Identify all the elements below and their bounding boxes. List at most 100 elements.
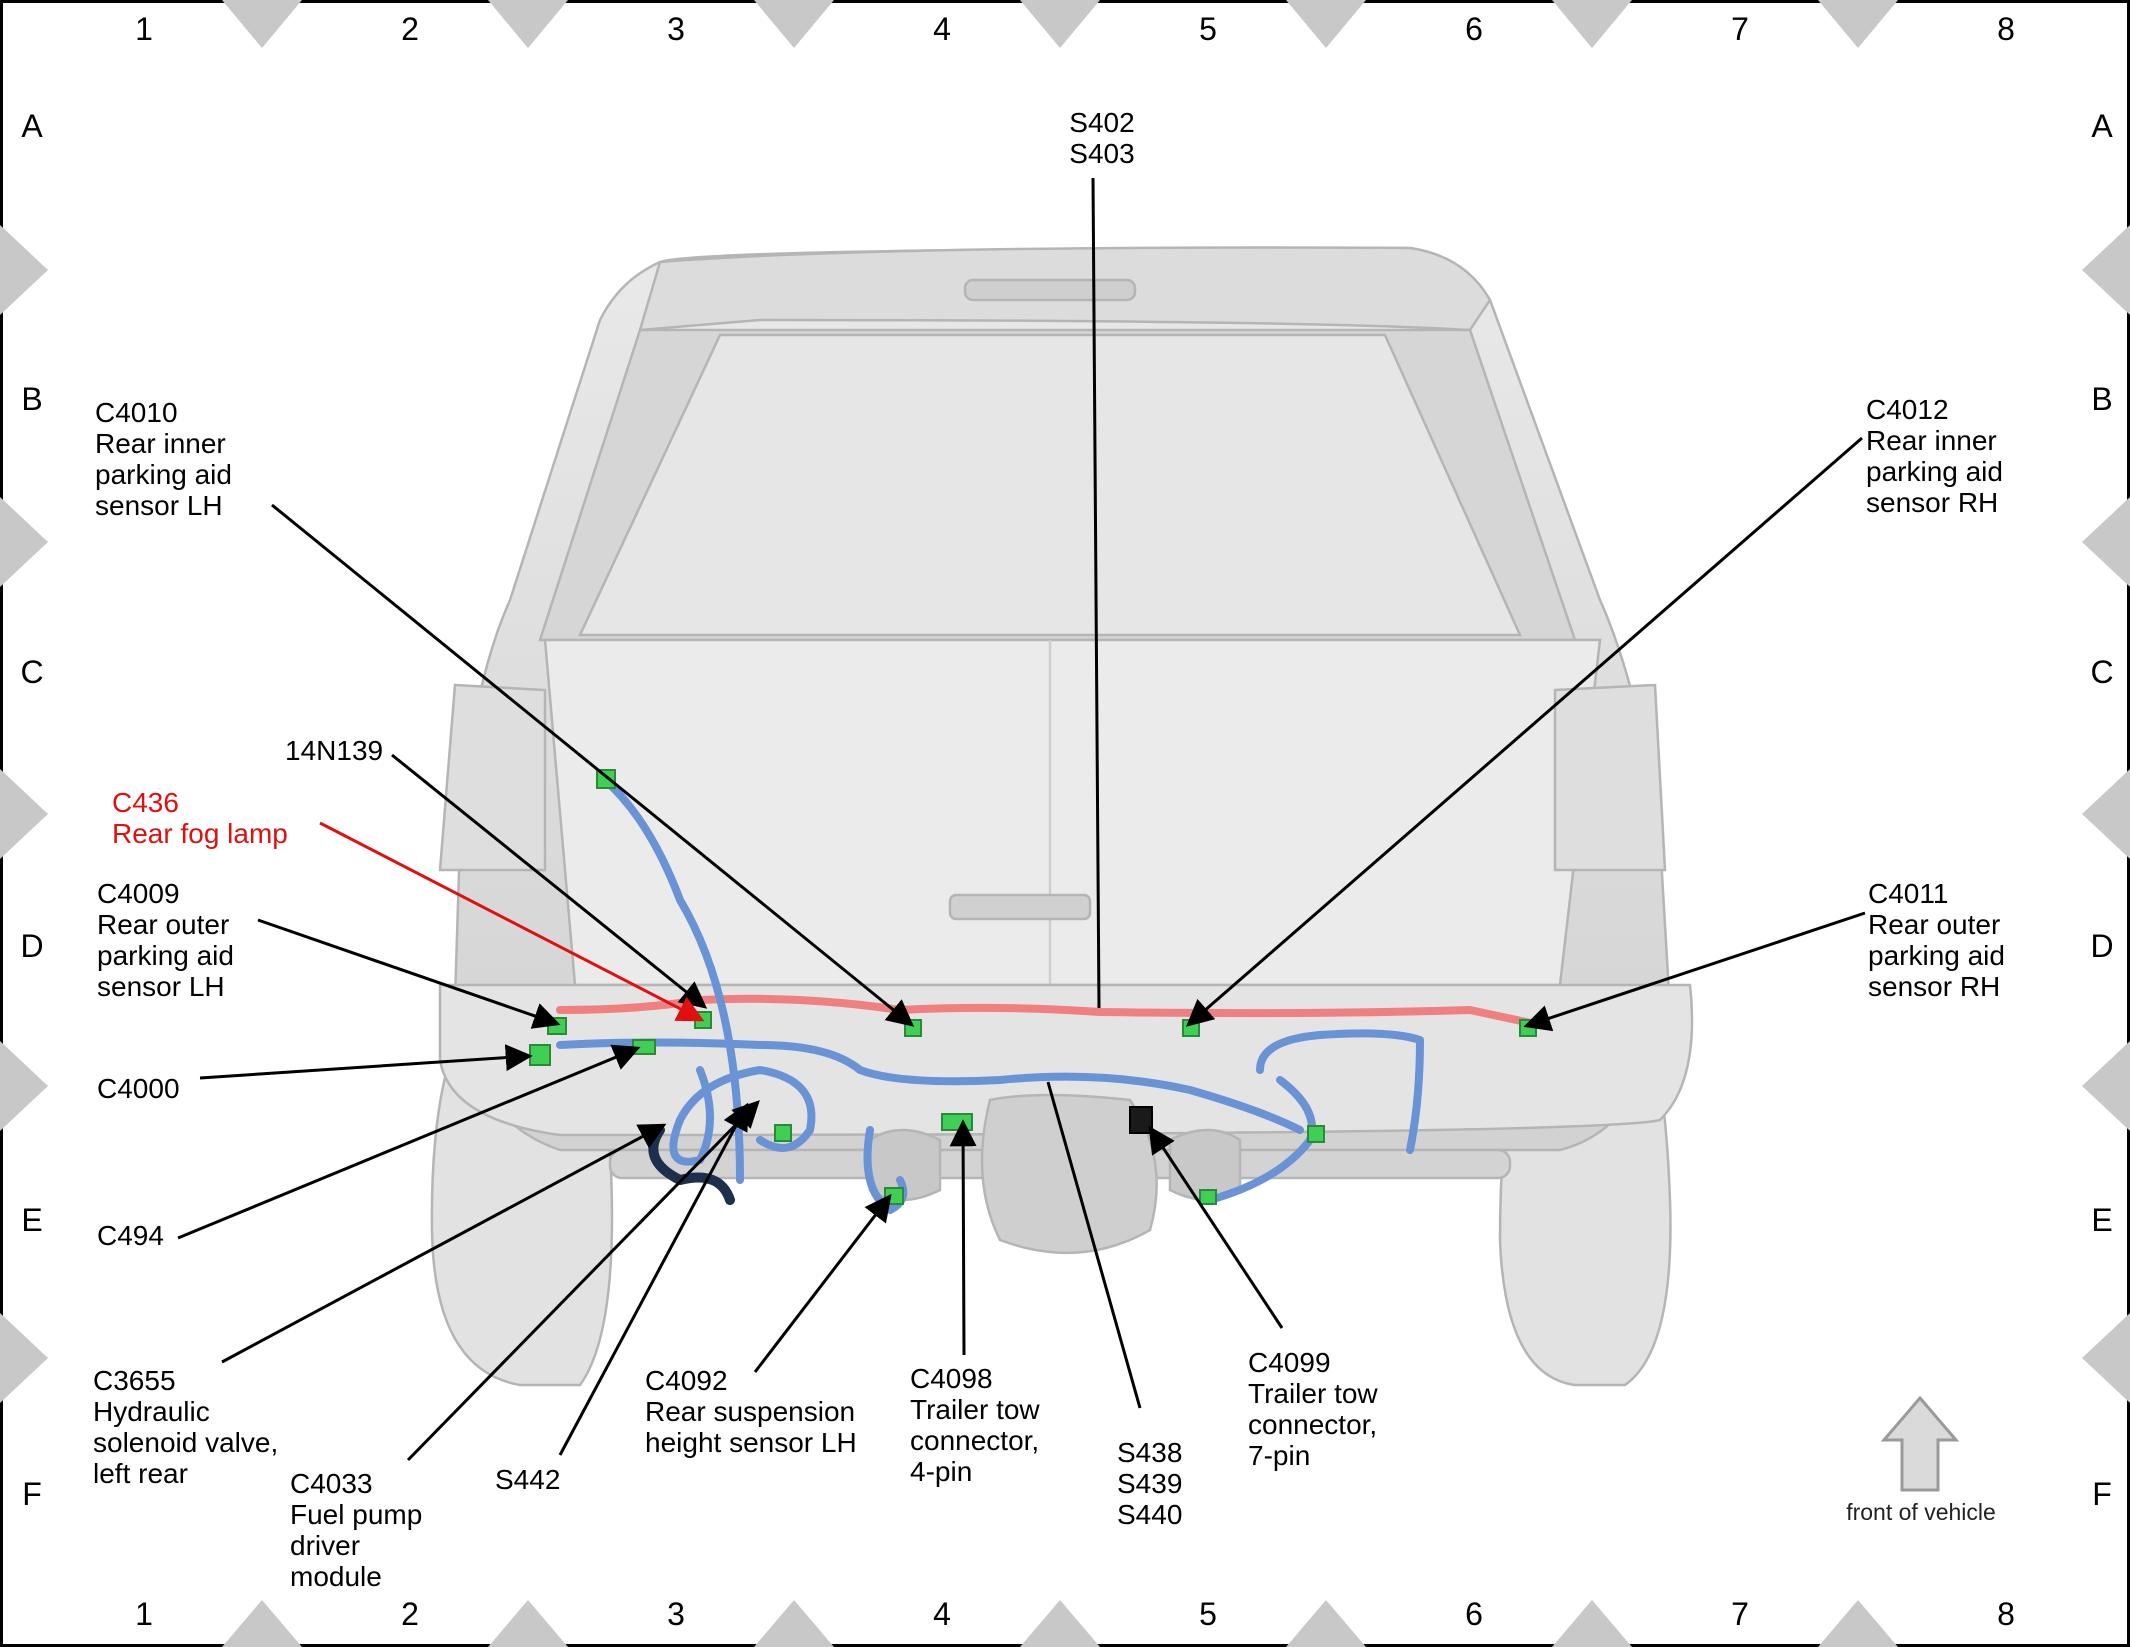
front-of-vehicle-label: front of vehicle: [1846, 1499, 1996, 1525]
leader-c4010: [271, 503, 915, 1027]
callout-label-line: C3655: [93, 1365, 176, 1396]
grid-col-label: 8: [1997, 11, 2015, 47]
grid-row-label: E: [2091, 1202, 2112, 1238]
vehicle-rear-illustration: [430, 246, 1694, 1387]
callout-label-line: Rear inner: [95, 428, 226, 459]
leader-c4009: [257, 918, 561, 1029]
callout-label-line: Trailer tow: [910, 1394, 1040, 1425]
grid-col-label: 3: [667, 1596, 685, 1632]
connector-c4000: [529, 1044, 551, 1066]
callout-c4012: C4012 Rear inner parking aid sensor RH: [1866, 394, 2003, 518]
leader-c4000: [199, 1044, 533, 1080]
grid-col-label: 5: [1199, 1596, 1217, 1632]
grid-col-label: 7: [1731, 1596, 1749, 1632]
connector-right-harness: [1307, 1125, 1325, 1143]
callout-label-line: Rear outer: [1868, 909, 2000, 940]
rear-window-glass: [578, 333, 1522, 637]
callout-label-line: sensor RH: [1868, 971, 2000, 1002]
grid-row-label: D: [20, 928, 43, 964]
callout-c3655: C3655 Hydraulic solenoid valve, left rea…: [93, 1365, 278, 1489]
leader-c4092: [753, 1193, 892, 1373]
grid-row-label: E: [21, 1202, 42, 1238]
callout-label-line: module: [290, 1561, 382, 1592]
callout-label-line: C4000: [97, 1073, 180, 1104]
callout-c494: C494: [97, 1220, 164, 1251]
callout-label-line: sensor LH: [97, 971, 225, 1002]
callout-c4009: C4009 Rear outer parking aid sensor LH: [97, 878, 234, 1002]
callout-c4099: C4099 Trailer tow connector, 7-pin: [1248, 1347, 1378, 1471]
blue-harness-main: [556, 1038, 1304, 1134]
callout-label-line: 14N139: [285, 735, 383, 766]
grid-row-label: C: [20, 654, 43, 690]
callout-label-line: 4-pin: [910, 1456, 972, 1487]
grid-row-label: B: [21, 381, 42, 417]
callout-label-line: height sensor LH: [645, 1427, 857, 1458]
leader-c3655: [221, 1123, 667, 1364]
callout-label-line: Hydraulic: [93, 1396, 210, 1427]
callout-label-line: Trailer tow: [1248, 1378, 1378, 1409]
callout-label-line: sensor LH: [95, 490, 223, 521]
callout-label-line: parking aid: [1866, 456, 2003, 487]
grid-col-label: 2: [401, 11, 419, 47]
connector-c4099: [1129, 1106, 1153, 1134]
callout-label-line: S403: [1069, 138, 1134, 169]
grid-col-label: 6: [1465, 1596, 1483, 1632]
callout-s442: S442: [495, 1464, 560, 1495]
callout-label-line: S440: [1117, 1499, 1182, 1530]
leader-s402-s403: [1091, 177, 1101, 1009]
leader-lines: [177, 177, 1866, 1462]
callout-label-line: S438: [1117, 1437, 1182, 1468]
grid-col-label: 4: [933, 1596, 951, 1632]
callout-label-line: C4012: [1866, 394, 1949, 425]
callout-c436: C436 Rear fog lamp: [112, 787, 288, 849]
callout-s402-s403: S402 S403: [1069, 107, 1134, 169]
grid-col-label: 5: [1199, 11, 1217, 47]
connector-c3655: [774, 1124, 792, 1142]
up-arrow-icon: [1880, 1395, 1960, 1492]
callout-label-line: C4092: [645, 1365, 728, 1396]
grid-col-label: 7: [1731, 11, 1749, 47]
leader-c494: [177, 1044, 641, 1240]
callout-label-line: Rear suspension: [645, 1396, 855, 1427]
grid-row-labels-right: A B C D E F: [2090, 108, 2113, 1512]
grid-row-label: C: [2090, 654, 2113, 690]
grid-row-label: D: [2090, 928, 2113, 964]
connector-c436: [694, 1011, 712, 1029]
blue-harness-loop-left: [669, 1066, 816, 1166]
callout-label-line: S402: [1069, 107, 1134, 138]
callout-label-line: S442: [495, 1464, 560, 1495]
callout-c4010: C4010 Rear inner parking aid sensor LH: [95, 397, 232, 521]
grid-row-label: B: [2091, 381, 2112, 417]
callout-label-line: Rear outer: [97, 909, 229, 940]
callout-label-line: Fuel pump: [290, 1499, 422, 1530]
connector-right-lower: [1199, 1189, 1217, 1205]
callout-label-line: C436: [112, 787, 179, 818]
callout-label-line: sensor RH: [1866, 487, 1998, 518]
callout-label-line: S439: [1117, 1468, 1182, 1499]
grid-row-label: F: [22, 1476, 42, 1512]
callout-label-line: Rear inner: [1866, 425, 1997, 456]
callout-label-line: C4011: [1868, 878, 1948, 909]
grid-row-label: A: [21, 108, 43, 144]
rear-bumper: [438, 983, 1694, 1137]
grid-row-labels-left: A B C D E F: [20, 108, 43, 1512]
grid-row-label: F: [2092, 1476, 2112, 1512]
grid-col-label: 8: [1997, 1596, 2015, 1632]
callout-c4011: C4011 Rear outer parking aid sensor RH: [1868, 878, 2005, 1002]
grid-col-label: 2: [401, 1596, 419, 1632]
connector-c4098: [941, 1113, 973, 1131]
grid-col-label: 4: [933, 11, 951, 47]
callout-label-line: driver: [290, 1530, 360, 1561]
callout-label-line: C494: [97, 1220, 164, 1251]
callout-label-line: 7-pin: [1248, 1440, 1310, 1471]
right-tail-lamp: [1553, 683, 1667, 872]
callout-label-line: parking aid: [1868, 940, 2005, 971]
leader-c4011: [1523, 911, 1866, 1032]
callout-label-line: C4033: [290, 1468, 373, 1499]
callout-label-line: Rear fog lamp: [112, 818, 288, 849]
grid-column-labels-bottom: 1 2 3 4 5 6 7 8: [135, 1596, 2015, 1632]
leader-c4098: [949, 1119, 977, 1356]
callout-s438-s440: S438 S439 S440: [1117, 1437, 1182, 1530]
